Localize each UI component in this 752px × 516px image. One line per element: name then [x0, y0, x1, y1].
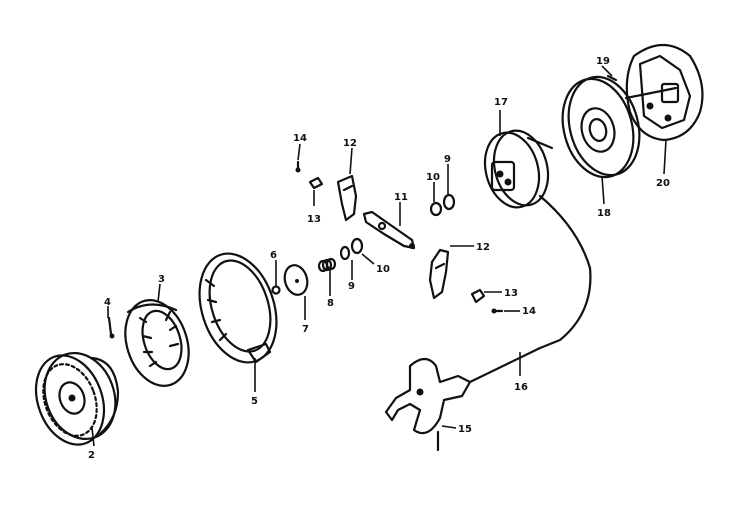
callout-15: 15: [458, 424, 472, 435]
part-12-pawl-lower: [428, 248, 450, 300]
callout-5: 5: [251, 396, 258, 407]
part-11-brake-lever: [362, 210, 416, 250]
part-15-starter-handle: [384, 357, 472, 452]
callout-20: 20: [656, 178, 670, 189]
part-13-spring-lower: [470, 288, 486, 304]
callout-13-lower: 13: [504, 288, 518, 299]
callout-3: 3: [158, 274, 165, 285]
part-20-rear-housing: [624, 44, 704, 142]
part-7-washer: [283, 264, 309, 296]
part-10-washer-lower: [350, 237, 364, 255]
callout-4: 4: [104, 297, 111, 308]
part-14-pin-upper: [295, 160, 301, 173]
callout-10-lower: 10: [376, 264, 390, 275]
callout-14-lower: 14: [522, 306, 536, 317]
callout-10-upper: 10: [426, 172, 440, 183]
part-13-spring-upper: [308, 176, 324, 190]
callout-14-upper: 14: [293, 133, 307, 144]
part-6-nut: [271, 285, 281, 295]
callout-9-lower: 9: [348, 281, 355, 292]
callout-16: 16: [514, 382, 528, 393]
part-9-washer-upper: [442, 193, 456, 211]
part-16-cable: [468, 194, 592, 384]
callout-18: 18: [597, 208, 611, 219]
part-12-pawl-upper: [336, 174, 358, 222]
callout-12-upper: 12: [343, 138, 357, 149]
part-10-washer-upper: [429, 201, 443, 217]
callout-12-lower: 12: [476, 242, 490, 253]
callout-8: 8: [327, 298, 334, 309]
callout-7: 7: [302, 324, 309, 335]
part-8-spring: [317, 257, 337, 273]
part-14-pin-lower: [491, 308, 504, 314]
callout-9-upper: 9: [444, 154, 451, 165]
leader-lines: [91, 65, 667, 447]
part-2-starter-cup: [34, 351, 120, 446]
callout-19: 19: [596, 56, 610, 67]
part-18-spring-housing: [561, 75, 641, 179]
part-9-washer-lower: [339, 245, 351, 261]
callout-11: 11: [394, 192, 408, 203]
callout-2: 2: [88, 450, 95, 461]
part-19-screw: [606, 74, 618, 82]
part-4-screw: [107, 316, 115, 339]
part-3-ratchet-housing: [124, 299, 190, 387]
callout-17: 17: [494, 97, 508, 108]
part-5-spring-cover: [198, 252, 278, 364]
callout-6: 6: [270, 250, 277, 261]
part-17-rope-pulley: [483, 129, 554, 209]
callout-13-upper: 13: [307, 214, 321, 225]
callout-labels: 2 3 4 5 6 7 8 9 10 11 12 13 14 12 13 14 …: [88, 56, 670, 461]
